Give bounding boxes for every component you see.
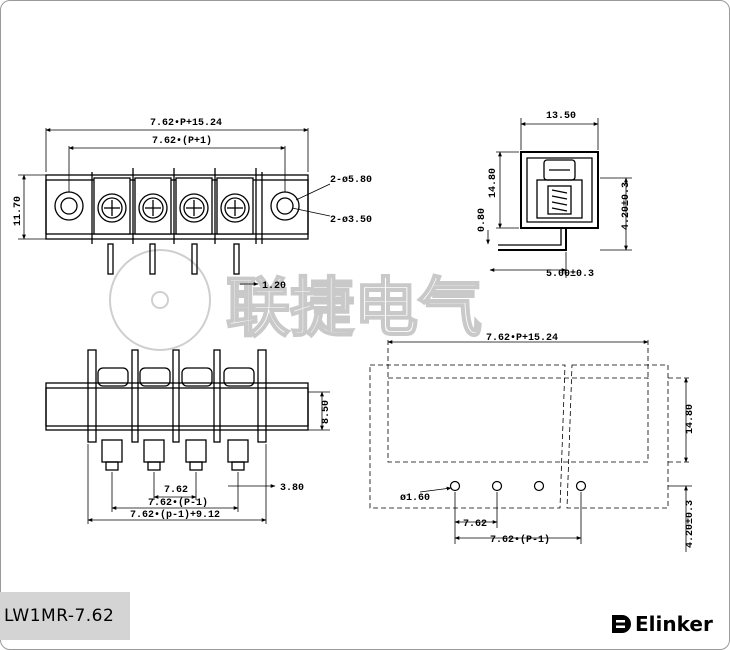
pcb-holes: [449, 480, 587, 492]
dim-front-height: 8.50: [321, 400, 332, 424]
dim-side-width: 13.50: [546, 111, 576, 122]
dim-pcb-pin-len: 4.20±0.3: [685, 500, 696, 548]
dim-pcb-span: 7.62•(P-1): [490, 534, 550, 546]
pcb-layout: [369, 340, 692, 509]
dim-pin-width: 1.20: [262, 281, 286, 292]
side-view: [498, 151, 599, 251]
dim-front-span: 7.62•(P-1): [148, 497, 208, 509]
dim-hole-small: 2-ø3.50: [330, 215, 372, 226]
front-view: [45, 349, 309, 471]
watermark-text: 联捷电气: [226, 272, 482, 346]
dim-pcb-pitch: 7.62: [463, 519, 487, 530]
dim-pcb-hole: ø1.60: [400, 493, 430, 504]
dim-pcb-total: 7.62•P+15.24: [486, 333, 558, 344]
dim-front-total: 7.62•(p-1)+9.12: [130, 509, 220, 521]
dim-front-pitch: 7.62: [164, 485, 188, 496]
brand-name: Elinker: [635, 612, 713, 636]
top-view: [45, 168, 309, 275]
dim-pitch-total: 7.62•P+15.24: [150, 118, 222, 129]
dim-side-height: 14.80: [488, 168, 499, 198]
elinker-logo-icon: [612, 615, 631, 633]
terminal-row: [93, 168, 257, 244]
watermark: 联捷电气: [109, 249, 483, 351]
dim-pitch-inner: 7.62•(P+1): [152, 135, 212, 147]
dim-side-pin-len: 4.20±0.3: [621, 182, 632, 230]
dim-height-left: 11.70: [13, 196, 24, 226]
model-label: LW1MR-7.62: [4, 606, 115, 626]
dim-hole-large: 2-ø5.80: [330, 175, 372, 186]
brand-logo: Elinker: [610, 612, 713, 636]
dim-side-foot: 5.00±0.3: [546, 269, 594, 280]
model-box: LW1MR-7.62: [0, 592, 130, 640]
dim-front-end: 3.80: [280, 483, 304, 494]
dim-pcb-height: 14.80: [685, 404, 696, 434]
dim-side-pin-offset: 0.80: [477, 208, 488, 232]
